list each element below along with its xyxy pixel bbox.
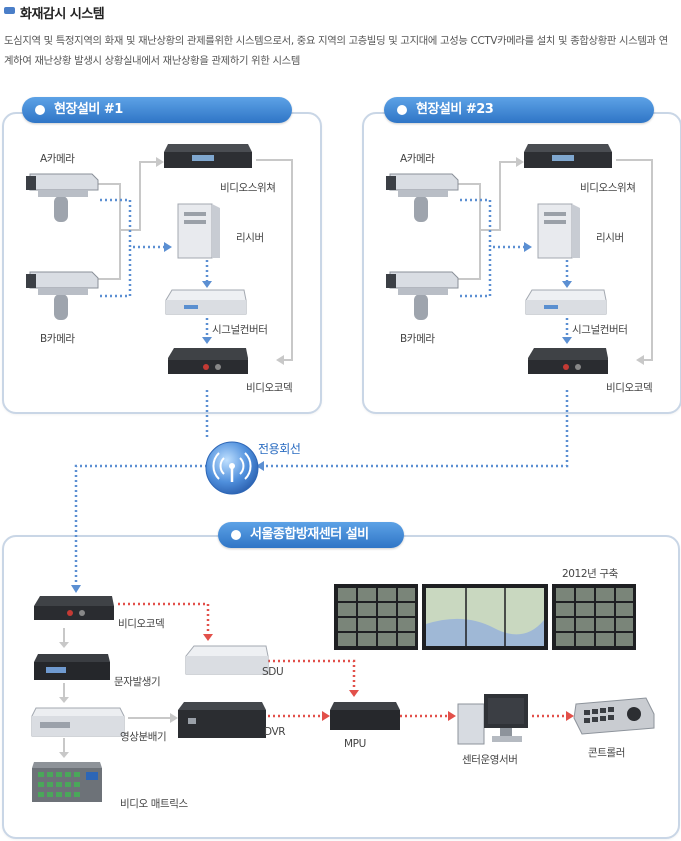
center-video-codec-icon [34,596,114,620]
title-bullet-icon [4,7,15,14]
video-wall-map-screen [422,584,548,650]
antenna-signal-icon [205,441,259,495]
center-video-codec-label: 비디오코덱 [118,618,165,630]
mpu-label: MPU [344,738,366,750]
video-wall [334,584,636,650]
controller-icon [573,697,655,735]
sdu-icon [185,645,269,675]
build-year-label: 2012년 구축 [562,568,618,580]
operation-server-label: 센터운영서버 [462,754,518,766]
site1-camera-b-icon [26,271,99,320]
video-distributor-label: 영상분배기 [120,731,167,743]
site23-video-switcher-label: 비디오스위쳐 [580,182,636,194]
dvr-icon [178,702,266,738]
controller-label: 콘트롤러 [588,747,626,759]
site23-panel [362,112,681,414]
site23-video-switcher-icon [524,144,612,168]
video-distributor-icon [31,707,125,737]
site1-video-codec-label: 비디오코덱 [246,382,293,394]
site23-video-codec-icon [528,348,608,374]
operation-server-icon [457,694,528,745]
video-wall-right-screen [552,584,636,650]
page-title: 화재감시 시스템 [20,7,105,22]
character-generator-icon [34,654,110,680]
site1-receiver-icon [177,203,220,259]
site1-video-codec-icon [168,348,248,374]
site23-camera-b-icon [386,271,459,320]
site1-video-switcher-label: 비디오스위쳐 [220,182,276,194]
site1-camera-b-label: B카메라 [40,333,75,345]
video-wall-left-screen [334,584,418,650]
site23-signal-converter-label: 시그널컨버터 [572,324,628,336]
site1-camera-a-icon [26,173,99,222]
page-description: 도심지역 및 특정지역의 화재 및 재난상황의 관제를위한 시스템으로서, 중요… [4,35,668,67]
site1-receiver-label: 리시버 [236,232,264,244]
site23-camera-a-icon [386,173,459,222]
center-title: 서울종합방재센터 설비 [218,522,404,548]
site23-video-codec-label: 비디오코덱 [606,382,653,394]
sdu-label: SDU [262,666,284,678]
site23-camera-b-label: B카메라 [400,333,435,345]
site23-receiver-icon [537,203,580,259]
dvr-label: DVR [264,726,286,738]
site1-signal-converter-icon [165,289,247,315]
site1-camera-a-label: A카메라 [40,153,75,165]
site23-title: 현장설비 #23 [384,97,654,123]
mpu-icon [330,702,400,730]
site23-receiver-label: 리시버 [596,232,624,244]
site1-video-switcher-icon [164,144,252,168]
site1-title: 현장설비 #1 [22,97,292,123]
site1-signal-converter-label: 시그널컨버터 [212,324,268,336]
video-matrix-label: 비디오 매트릭스 [120,798,188,810]
dedicated-line-label: 전용회선 [258,442,301,456]
character-generator-label: 문자발생기 [114,676,161,688]
video-matrix-icon [32,762,102,802]
site23-camera-a-label: A카메라 [400,153,435,165]
site23-signal-converter-icon [525,289,607,315]
